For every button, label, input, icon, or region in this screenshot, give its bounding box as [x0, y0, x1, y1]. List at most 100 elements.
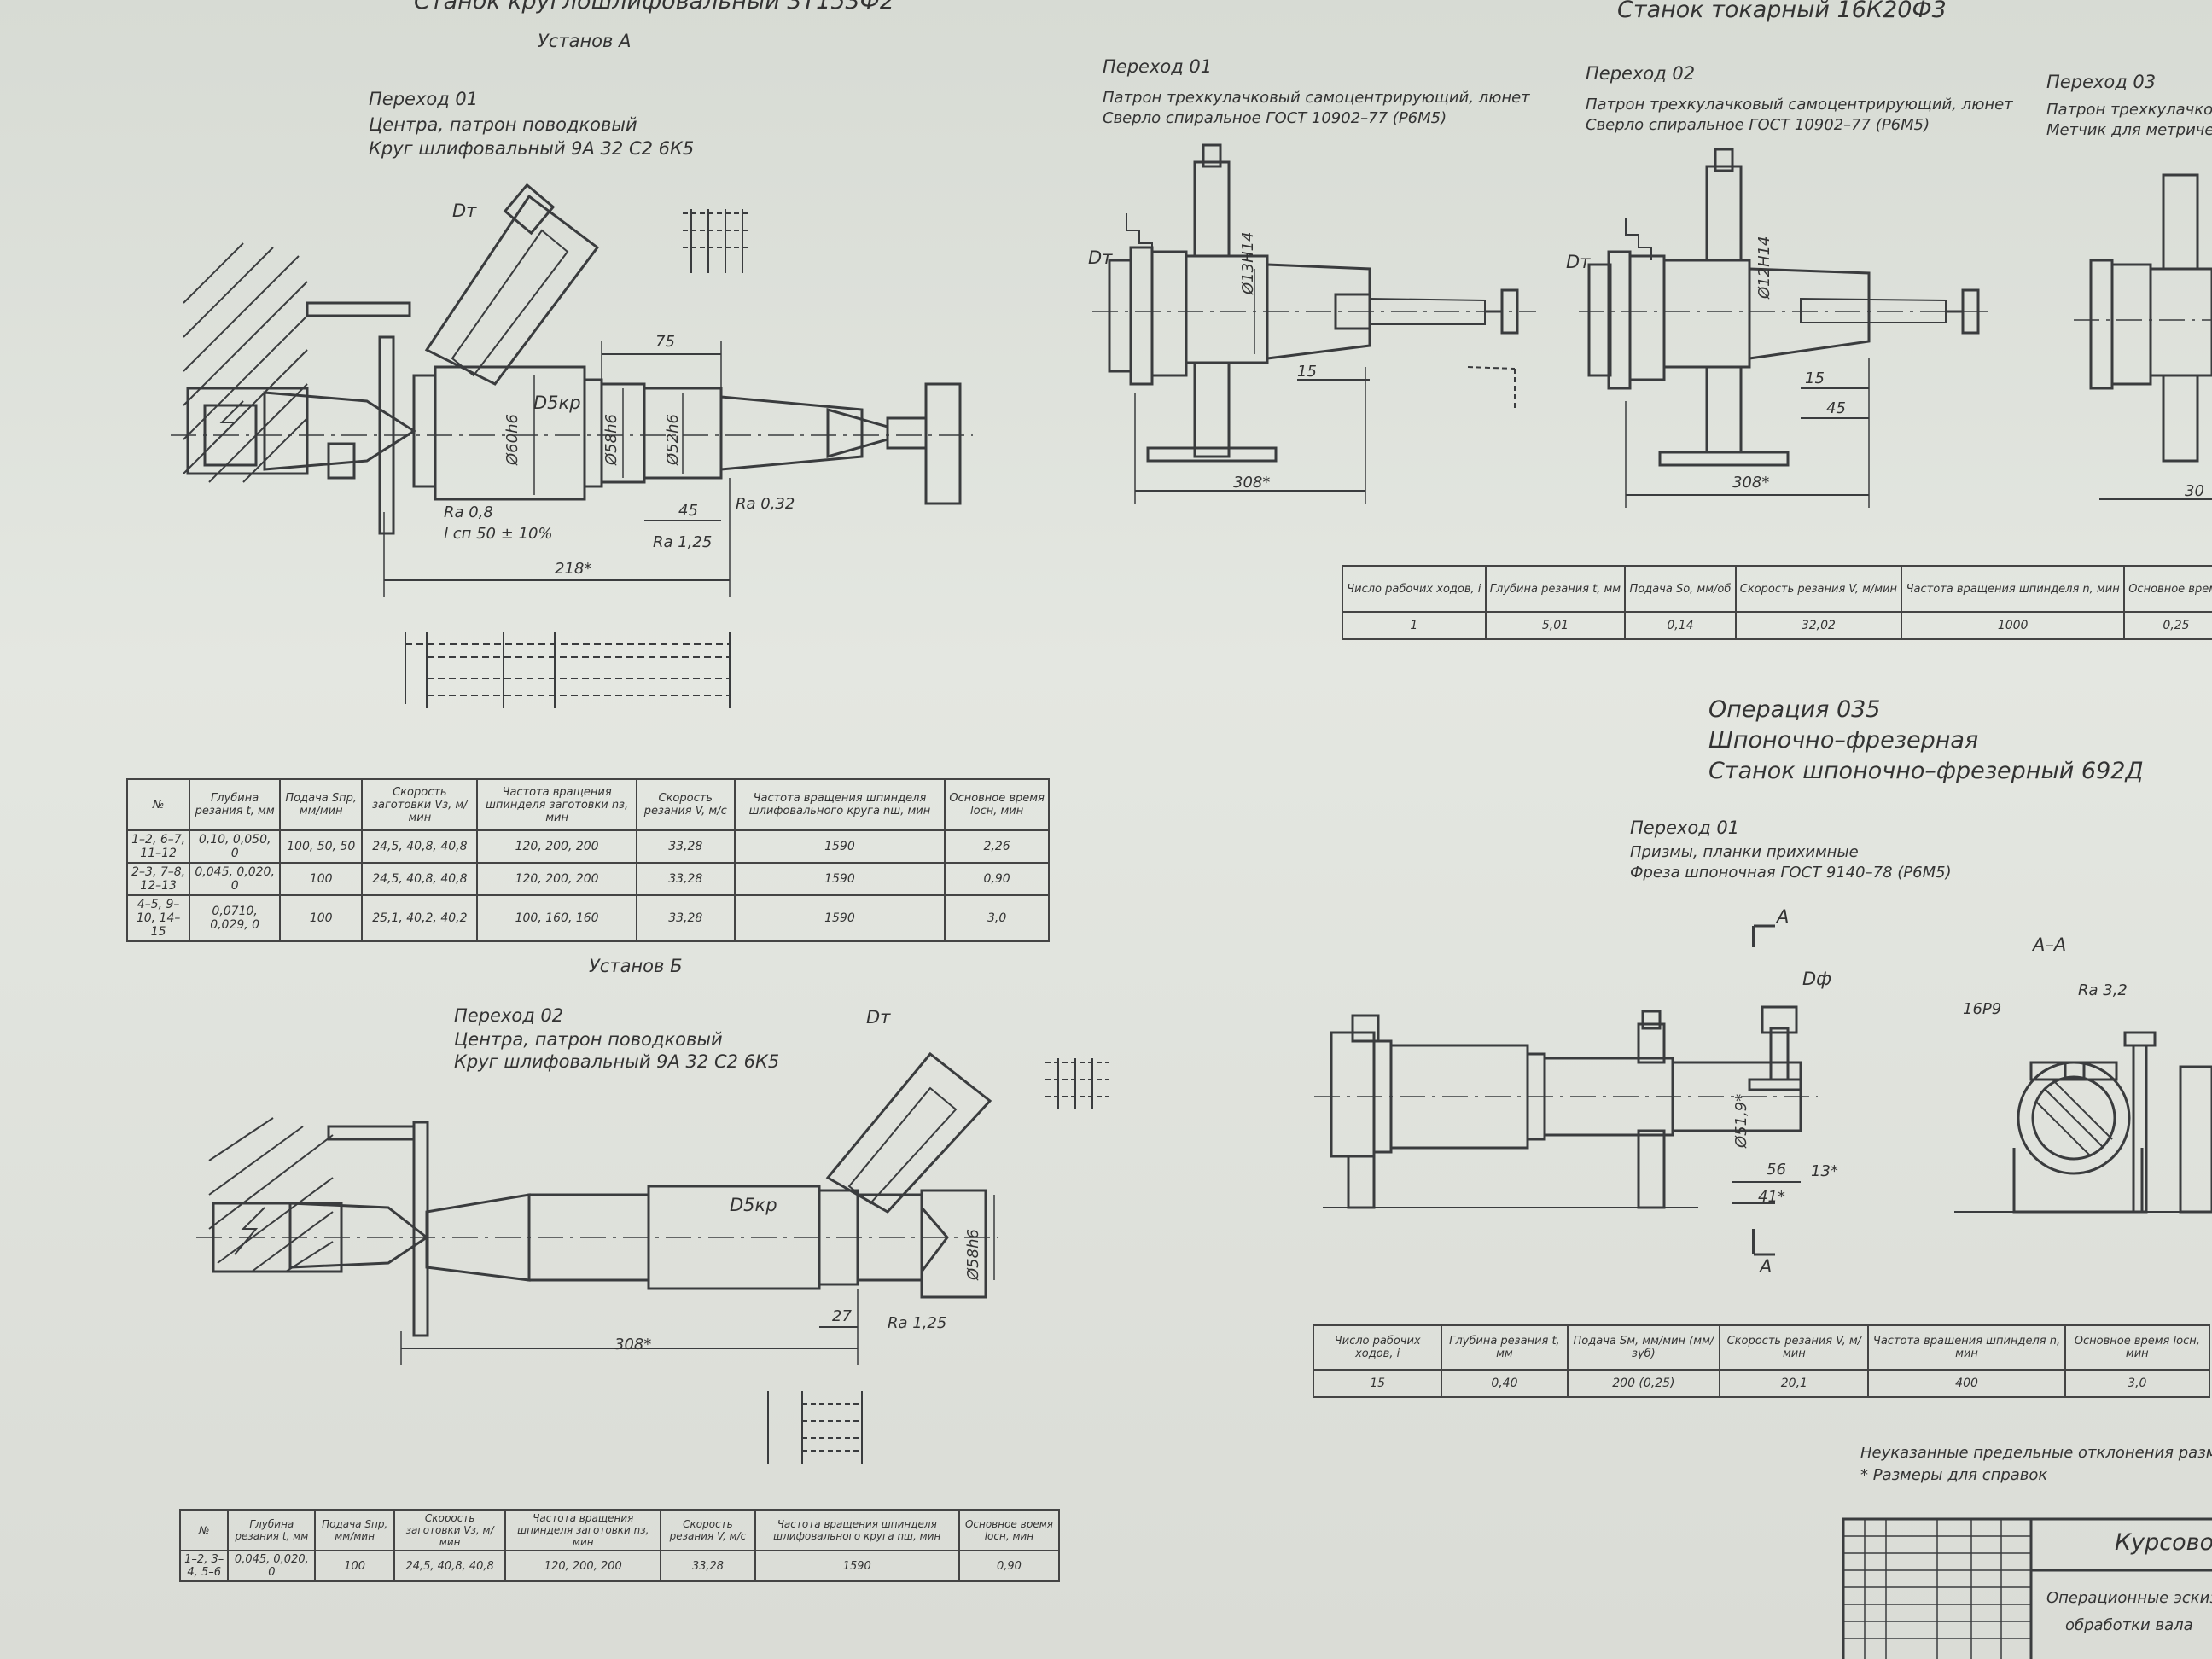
dim-15-lathe-02: 15	[1805, 370, 1825, 387]
section-aa	[1954, 1031, 2212, 1214]
dt-lathe-01: Dт	[1088, 247, 1113, 268]
setup-b-label: Установ Б	[589, 956, 683, 976]
tailstock-b	[920, 1189, 987, 1299]
dim-308-lathe-01: 308*	[1233, 474, 1271, 492]
ra-125-label: Ra 1,25	[653, 533, 713, 551]
small-scheme-b	[1045, 1058, 1109, 1109]
lathe-step-03-title: Переход 03	[2046, 72, 2157, 92]
dt-label-b: Dт	[866, 1007, 891, 1027]
left-center-a	[263, 391, 416, 471]
mill-step-line1: Призмы, планки прихимные	[1630, 843, 1859, 861]
ra-32-label: Ra 3,2	[2078, 981, 2128, 999]
section-aa-label: А–А	[2033, 934, 2067, 955]
op-035-name: Шпоночно–фрезерная	[1708, 727, 1979, 754]
right-center-a	[826, 408, 889, 458]
dim-d52: Ø52h6	[664, 414, 682, 465]
step-01-line1: Центра, патрон поводковый	[369, 114, 637, 135]
small-scheme-a	[683, 209, 751, 273]
mill-step-title: Переход 01	[1630, 818, 1740, 838]
df-label: Dф	[1802, 969, 1832, 989]
lathe-sketch-01	[1092, 143, 1536, 504]
ra-125-b: Ra 1,25	[888, 1314, 947, 1332]
lathe-step-01-line1: Патрон трехкулачковый самоцентрирующий, …	[1103, 89, 1530, 107]
d-spr-label-b: D5кр	[730, 1195, 777, 1215]
step-02-line1: Центра, патрон поводковый	[454, 1029, 723, 1050]
dim-d60: Ø60h6	[504, 414, 521, 465]
dt-lathe-02: Dт	[1566, 252, 1591, 272]
lathe-shaft-02	[1662, 259, 1751, 369]
lathe-step-01-title: Переход 01	[1103, 56, 1213, 77]
step-02-title: Переход 02	[454, 1005, 564, 1026]
step-01-line2: Круг шлифовальный 9А 32 С2 6К5	[369, 138, 695, 159]
spindle-housing-b	[212, 1202, 343, 1273]
dim-d51-9: Ø51,9*	[1732, 1093, 1750, 1148]
lathe-step-02-line1: Патрон трехкулачковый самоцентрирующий, …	[1586, 96, 2013, 114]
milling-sketch	[1314, 924, 1818, 1256]
table-milling: Число рабочих ходов, i Глубина резания t…	[1312, 1324, 2211, 1398]
note-reference-dims: * Размеры для справок	[1860, 1466, 2048, 1484]
machine-title-right: Станок токарный 16К20Ф3	[1617, 0, 1947, 23]
dim-41: 41*	[1758, 1188, 1785, 1206]
dim-218: 218*	[555, 560, 592, 578]
feed-scheme-b	[767, 1391, 863, 1464]
ra-032-label: Ra 0,32	[736, 495, 795, 513]
dim-d58: Ø58h6	[602, 414, 620, 465]
grinding-wheel-a	[424, 194, 600, 386]
dim-15-lathe-01: 15	[1297, 363, 1317, 381]
table-lathe: Число рабочих ходов, i Глубина резания t…	[1342, 565, 2212, 640]
stamp-title: Курсовой	[2115, 1529, 2212, 1556]
dt-label-a: Dт	[452, 201, 477, 221]
tailstock-a	[924, 382, 962, 505]
hatched-wall-a	[183, 242, 308, 483]
dim-13: 13*	[1811, 1162, 1838, 1180]
steady-rest-top-01	[1193, 160, 1231, 258]
lathe-sketch-03	[2074, 173, 2212, 500]
dim-308-lathe-03: 30	[2185, 482, 2204, 500]
lathe-step-01-line2: Сверло спиральное ГОСТ 10902–77 (Р6М5)	[1103, 109, 1447, 127]
lathe-step-03-line1: Патрон трехкулачков	[2046, 101, 2212, 119]
lathe-step-02-title: Переход 02	[1586, 63, 1696, 84]
stamp-line2: обработки вала	[2065, 1616, 2193, 1634]
section-mark-a-top: А	[1777, 906, 1790, 927]
drill-scheme-01	[1467, 366, 1516, 410]
dim-d58-b: Ø58h6	[964, 1229, 982, 1280]
d-spr-label-a: D5кр	[533, 393, 581, 413]
width-16p9: 16P9	[1963, 1000, 2002, 1018]
dim-d12: Ø12H14	[1755, 236, 1773, 299]
machine-title-left: Станок круглошлифовальный 3Т153Ф2	[414, 0, 895, 15]
dim-308-lathe-02: 308*	[1732, 474, 1770, 492]
title-block	[1842, 1517, 2212, 1659]
step-01-title: Переход 01	[369, 89, 479, 109]
ra-08-label: Ra 0,8	[444, 504, 493, 521]
stamp-line1: Операционные эскизы	[2046, 1589, 2212, 1607]
dim-56: 56	[1767, 1161, 1786, 1179]
feed-scheme-a	[405, 632, 731, 708]
dim-45: 45	[678, 502, 698, 520]
section-mark-a-bottom: А	[1760, 1256, 1773, 1277]
l-sp-label: l сп 50 ± 10%	[444, 525, 553, 543]
setup-a-label: Установ А	[538, 31, 632, 51]
op-035-title: Операция 035	[1708, 696, 1881, 723]
table-grinding-a: № Глубина резания t, мм Подача Sпр, мм/м…	[125, 778, 1050, 942]
dim-d13: Ø13H14	[1239, 231, 1257, 294]
lathe-sketch-02	[1579, 148, 1988, 508]
mill-step-line2: Фреза шпоночная ГОСТ 9140–78 (Р6М5)	[1630, 864, 1952, 882]
hatched-wall-b	[208, 1117, 334, 1272]
lathe-step-02-line2: Сверло спиральное ГОСТ 10902–77 (Р6М5)	[1586, 116, 1930, 134]
note-tolerances: Неуказанные предельные отклонения размер…	[1860, 1444, 2212, 1462]
spindle-housing-a	[186, 387, 309, 475]
table-grinding-b: № Глубина резания t, мм Подача Sпр, мм/м…	[178, 1509, 1061, 1582]
dim-27: 27	[832, 1307, 852, 1325]
dim-308-b: 308*	[614, 1336, 652, 1353]
dim-45-lathe: 45	[1826, 399, 1846, 417]
dim-75: 75	[655, 333, 675, 351]
lathe-step-03-line2: Метчик для метричес	[2046, 121, 2212, 139]
step-02-line2: Круг шлифовальный 9А 32 С2 6К5	[454, 1051, 780, 1072]
